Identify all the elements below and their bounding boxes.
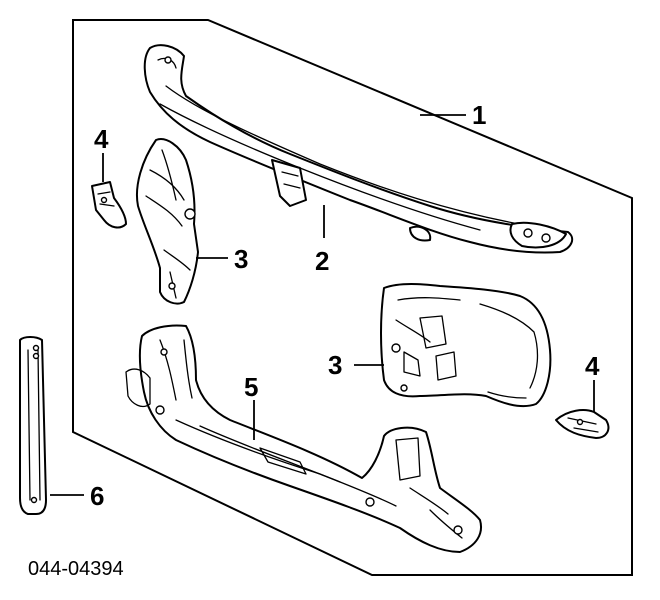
document-number: 044-04394: [28, 558, 124, 580]
callout-4-left: 4: [94, 124, 109, 154]
lower-radiator-support: [125, 324, 482, 553]
callout-5: 5: [244, 372, 258, 402]
right-bracket: [555, 409, 610, 439]
callout-4-right: 4: [585, 351, 600, 381]
callout-3-left: 3: [234, 244, 248, 274]
vertical-brace: [19, 336, 47, 515]
left-bracket: [91, 181, 127, 229]
upper-radiator-support: [143, 44, 574, 254]
callout-6: 6: [90, 481, 104, 511]
callout-2: 2: [315, 246, 329, 276]
assembly-frame: [72, 19, 633, 576]
callout-1: 1: [472, 100, 486, 130]
right-side-support: [380, 283, 552, 408]
callout-3-right: 3: [328, 350, 342, 380]
left-side-support: [136, 138, 199, 305]
